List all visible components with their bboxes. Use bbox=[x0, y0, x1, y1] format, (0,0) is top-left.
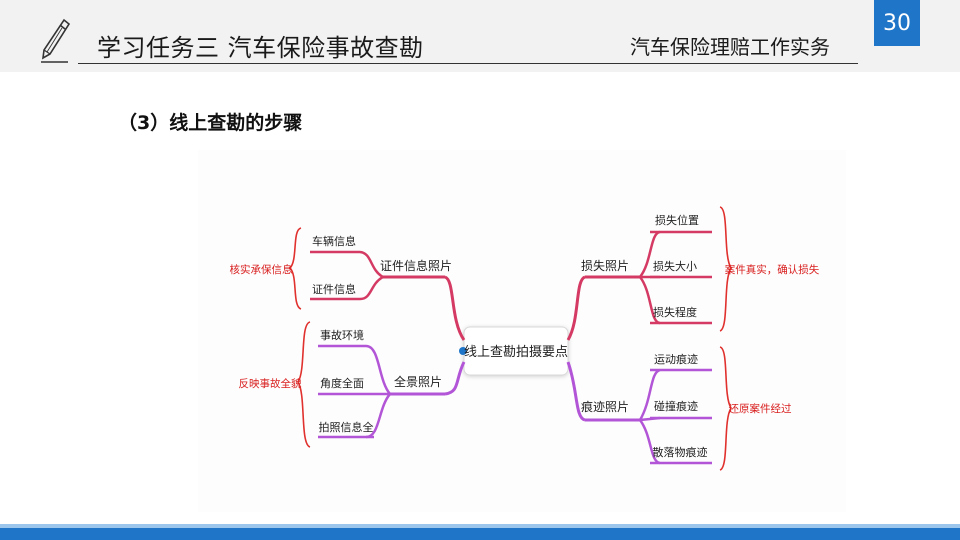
trunk-doc bbox=[444, 275, 466, 341]
doc-connector-2 bbox=[359, 275, 384, 301]
scene-connector-1 bbox=[365, 344, 392, 395]
trace-brace bbox=[719, 346, 732, 471]
pencil-icon bbox=[41, 18, 71, 63]
scene-brace bbox=[297, 321, 311, 448]
doc-child-2: 证件信息 bbox=[312, 282, 356, 296]
section-heading: （3）线上查勘的步骤 bbox=[118, 112, 303, 134]
page-number-badge: 30 bbox=[874, 0, 920, 46]
slide-title: 学习任务三 汽车保险事故查勘 bbox=[97, 34, 424, 62]
branch-scene-label: 全景照片 bbox=[394, 374, 442, 389]
title-divider bbox=[78, 63, 858, 64]
doc-child-1: 车辆信息 bbox=[312, 234, 356, 248]
doc-brace bbox=[288, 227, 302, 310]
loss-brace bbox=[719, 206, 732, 332]
trace-child-2: 碰撞痕迹 bbox=[654, 399, 698, 413]
course-title: 汽车保险理赔工作实务 bbox=[630, 35, 830, 59]
trace-connector-1 bbox=[638, 368, 661, 421]
doc-connector-1 bbox=[359, 250, 384, 279]
scene-child-2: 角度全面 bbox=[320, 376, 364, 390]
trace-child-1: 运动痕迹 bbox=[654, 352, 698, 366]
header-band bbox=[0, 0, 960, 72]
trace-child-3: 散落物痕迹 bbox=[653, 445, 708, 459]
scene-child-1: 事故环境 bbox=[320, 328, 364, 342]
center-node-dot bbox=[459, 347, 467, 355]
branch-loss-label: 损失照片 bbox=[581, 258, 629, 273]
trace-note: 还原案件经过 bbox=[729, 402, 792, 415]
center-node-label: 线上查勘拍摄要点 bbox=[464, 345, 568, 360]
footer-band-light bbox=[0, 524, 960, 528]
scene-child-3: 拍照信息全 bbox=[319, 420, 374, 434]
loss-child-3: 损失程度 bbox=[653, 305, 697, 319]
trunk-scene bbox=[444, 361, 466, 396]
loss-child-1: 损失位置 bbox=[655, 213, 699, 227]
branch-doc-label: 证件信息照片 bbox=[380, 258, 452, 273]
trunk-trace bbox=[566, 361, 586, 422]
trunk-loss bbox=[566, 275, 586, 341]
scene-note: 反映事故全貌 bbox=[239, 377, 302, 390]
branch-trace-label: 痕迹照片 bbox=[581, 399, 629, 414]
doc-note: 核实承保信息 bbox=[230, 263, 293, 276]
loss-note: 案件真实，确认损失 bbox=[725, 263, 820, 276]
footer-band bbox=[0, 528, 960, 540]
loss-child-2: 损失大小 bbox=[653, 259, 697, 273]
